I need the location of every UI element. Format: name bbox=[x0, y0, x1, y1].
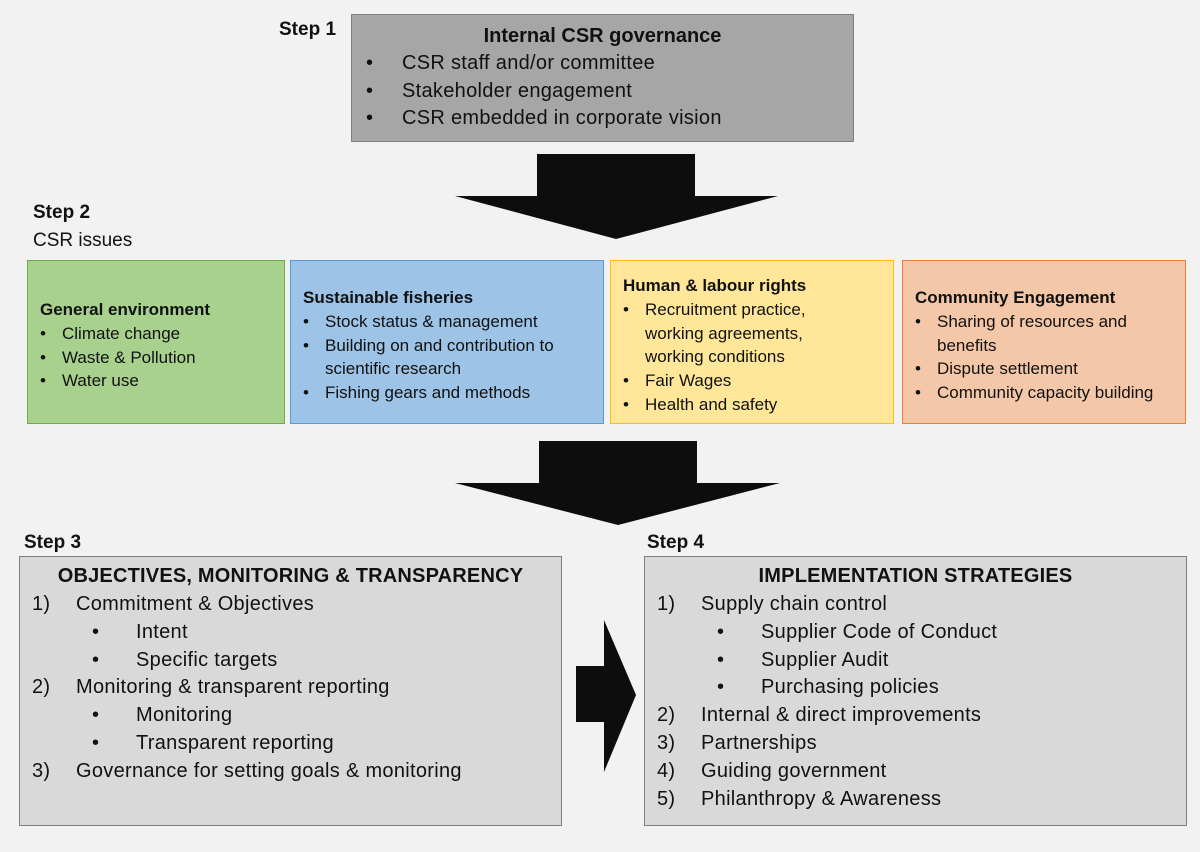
governance-item: •Stakeholder engagement bbox=[352, 78, 853, 106]
objectives-subitem: •Transparent reporting bbox=[20, 730, 561, 758]
bullet-icon: • bbox=[717, 648, 725, 671]
issue-box-fisheries: Sustainable fisheries •Stock status & ma… bbox=[290, 260, 604, 424]
objectives-subitem: •Intent bbox=[20, 619, 561, 647]
bullet-icon: • bbox=[40, 323, 46, 343]
issue-box-human-rights: Human & labour rights •Recruitment pract… bbox=[610, 260, 894, 424]
implementation-subitem: •Supplier Audit bbox=[645, 647, 1186, 675]
bullet-icon: • bbox=[717, 676, 725, 699]
bullet-icon: • bbox=[623, 299, 629, 319]
issue-title: Sustainable fisheries bbox=[303, 288, 474, 307]
bullet-icon: • bbox=[915, 359, 921, 379]
objectives-title: OBJECTIVES, MONITORING & TRANSPARENCY bbox=[57, 565, 524, 587]
issue-item: •Waste & Pollution bbox=[40, 346, 276, 370]
bullet-icon: • bbox=[915, 311, 921, 331]
issue-box-environment: General environment •Climate change •Was… bbox=[27, 260, 285, 424]
bullet-icon: • bbox=[303, 383, 309, 403]
step-3-label: Step 3 bbox=[24, 532, 82, 553]
bullet-icon: • bbox=[366, 107, 374, 129]
bullet-icon: • bbox=[303, 311, 309, 331]
objectives-item: 2)Monitoring & transparent reporting •Mo… bbox=[20, 674, 561, 757]
governance-title: Internal CSR governance bbox=[483, 25, 722, 47]
bullet-icon: • bbox=[40, 371, 46, 391]
implementation-item: 1)Supply chain control •Supplier Code of… bbox=[645, 591, 1186, 702]
objectives-item: 3)Governance for setting goals & monitor… bbox=[32, 759, 462, 782]
governance-box: Internal CSR governance •CSR staff and/o… bbox=[351, 14, 854, 142]
issue-item: •Sharing of resources and benefits bbox=[915, 311, 1127, 355]
issue-title: Community Engagement bbox=[915, 288, 1116, 307]
issue-item: •Community capacity building bbox=[915, 381, 1175, 405]
implementation-item: 3)Partnerships bbox=[657, 731, 817, 754]
issue-item: •Fishing gears and methods bbox=[303, 381, 595, 405]
implementation-title: IMPLEMENTATION STRATEGIES bbox=[758, 565, 1073, 587]
implementation-item: 5)Philanthropy & Awareness bbox=[657, 787, 942, 810]
governance-list: •CSR staff and/or committee •Stakeholder… bbox=[352, 50, 853, 133]
issue-item: •Recruitment practice, working agreement… bbox=[623, 299, 806, 367]
issue-item: •Health and safety bbox=[623, 393, 863, 417]
issue-item: •Fair Wages bbox=[623, 369, 863, 393]
objectives-box: OBJECTIVES, MONITORING & TRANSPARENCY 1)… bbox=[19, 556, 562, 826]
step-2-sublabel: CSR issues bbox=[33, 230, 133, 251]
bullet-icon: • bbox=[92, 731, 100, 754]
bullet-icon: • bbox=[717, 620, 725, 643]
step-1-label: Step 1 bbox=[279, 19, 337, 40]
implementation-box: IMPLEMENTATION STRATEGIES 1)Supply chain… bbox=[644, 556, 1187, 826]
issue-title: General environment bbox=[40, 300, 211, 319]
bullet-icon: • bbox=[915, 383, 921, 403]
bullet-icon: • bbox=[623, 371, 629, 391]
implementation-item: 2)Internal & direct improvements bbox=[657, 704, 982, 727]
governance-item: •CSR staff and/or committee bbox=[352, 50, 853, 78]
bullet-icon: • bbox=[92, 648, 100, 671]
right-arrow bbox=[576, 620, 636, 772]
bullet-icon: • bbox=[92, 620, 100, 643]
implementation-item: 4)Guiding government bbox=[657, 759, 887, 782]
down-arrow-2 bbox=[455, 441, 780, 525]
bullet-icon: • bbox=[40, 347, 46, 367]
step-4-label: Step 4 bbox=[647, 532, 705, 553]
issue-item: •Dispute settlement bbox=[915, 357, 1175, 381]
issue-box-community: Community Engagement •Sharing of resourc… bbox=[902, 260, 1186, 424]
governance-item: •CSR embedded in corporate vision bbox=[352, 105, 853, 133]
implementation-subitem: •Purchasing policies bbox=[645, 674, 1186, 702]
bullet-icon: • bbox=[366, 52, 374, 74]
down-arrow-1 bbox=[455, 154, 778, 239]
bullet-icon: • bbox=[623, 394, 629, 414]
bullet-icon: • bbox=[303, 335, 309, 355]
issue-item: •Water use bbox=[40, 369, 276, 393]
step-2-label: Step 2 bbox=[33, 202, 91, 223]
implementation-subitem: •Supplier Code of Conduct bbox=[645, 619, 1186, 647]
issue-item: •Building on and contribution to scienti… bbox=[303, 335, 554, 379]
objectives-subitem: •Specific targets bbox=[20, 647, 561, 675]
objectives-item: 1)Commitment & Objectives •Intent •Speci… bbox=[20, 591, 561, 674]
issue-item: •Stock status & management bbox=[303, 310, 595, 334]
objectives-subitem: •Monitoring bbox=[20, 702, 561, 730]
issue-title: Human & labour rights bbox=[623, 276, 807, 295]
bullet-icon: • bbox=[366, 79, 374, 102]
issue-item: •Climate change bbox=[40, 322, 276, 346]
bullet-icon: • bbox=[92, 704, 100, 727]
